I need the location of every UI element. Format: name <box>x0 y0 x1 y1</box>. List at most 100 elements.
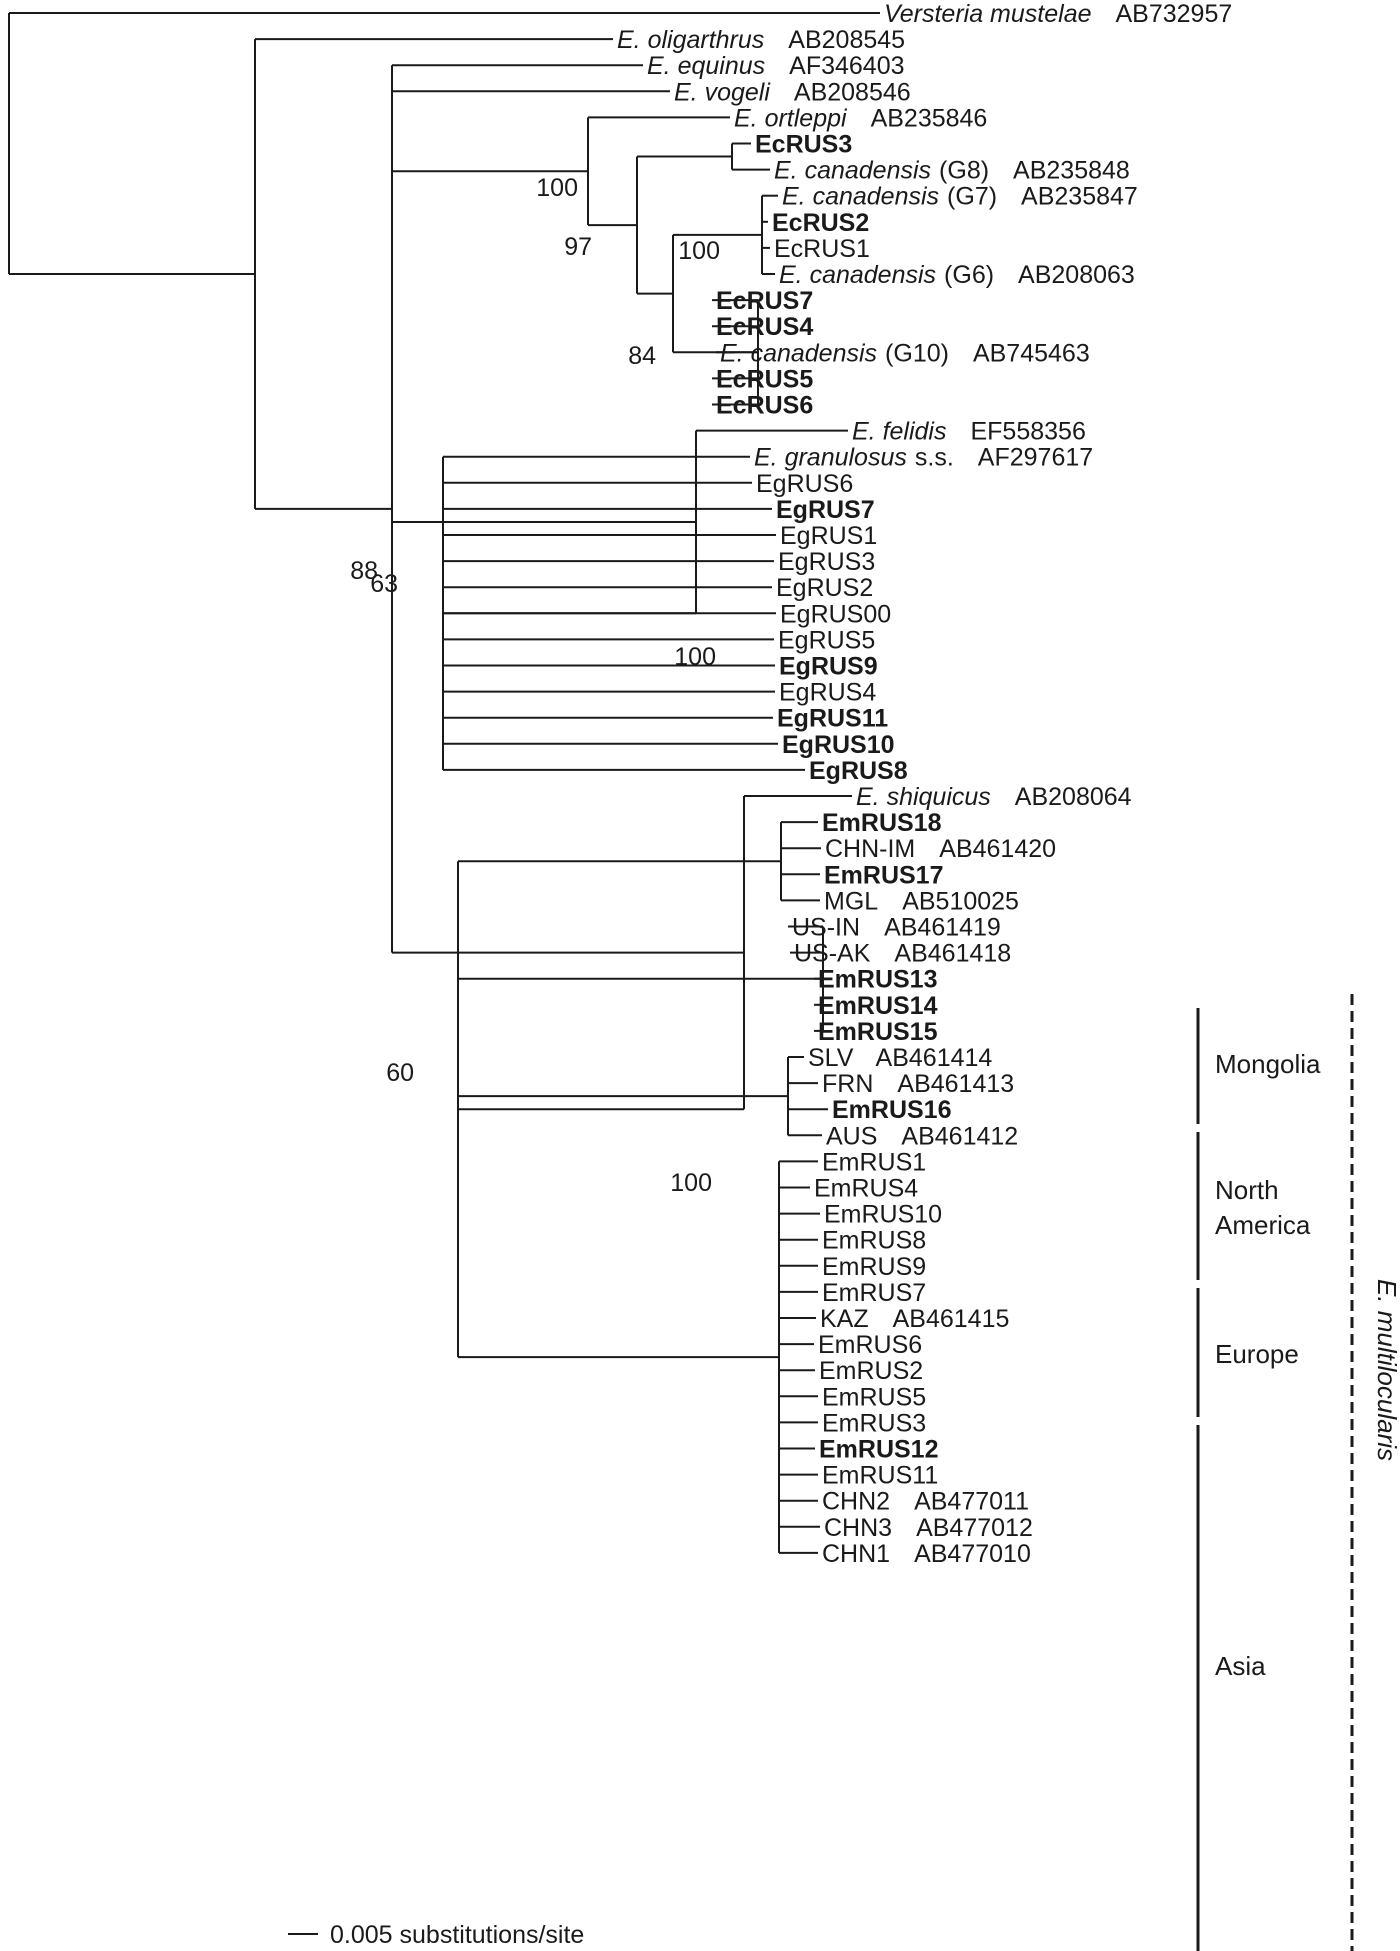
leaf-label-egrus2: EgRUS2 <box>776 574 873 602</box>
isolate-code: EcRUS5 <box>716 365 813 393</box>
leaf-label-emrus6: EmRUS6 <box>818 1331 922 1359</box>
accession-number: AB208545 <box>788 26 905 54</box>
leaf-label-emrus5: EmRUS5 <box>822 1383 926 1411</box>
group-asia: Asia <box>1196 1425 1266 1951</box>
group-label: North America <box>1215 1175 1311 1240</box>
leaf-label-emrus14: EmRUS14 <box>818 992 938 1020</box>
taxon-qualifier: s.s. <box>915 444 954 472</box>
accession-number: AB461415 <box>893 1305 1010 1333</box>
isolate-code: MGL <box>824 887 878 915</box>
leaf-label-ecrus5: EcRUS5 <box>716 365 813 393</box>
isolate-code: EmRUS5 <box>822 1383 926 1411</box>
taxon-name: E. felidis <box>852 418 946 446</box>
isolate-code: EgRUS8 <box>809 757 908 785</box>
isolate-code: CHN-IM <box>825 835 915 863</box>
leaf-label-ecrus4: EcRUS4 <box>716 313 813 341</box>
isolate-code: CHN1 <box>822 1540 890 1568</box>
isolate-code: US-AK <box>794 940 871 968</box>
leaf-label-emrus17: EmRUS17 <box>824 861 944 889</box>
group-north-america: North America <box>1196 1132 1311 1280</box>
leaf-label-e-canadensis: E. canadensis(G8)AB235848 <box>774 157 1130 185</box>
isolate-code: EmRUS18 <box>822 809 942 837</box>
group-label-line-1: North <box>1215 1175 1279 1205</box>
isolate-code: EmRUS8 <box>822 1227 926 1255</box>
isolate-code: EcRUS1 <box>774 235 870 263</box>
leaf-label-egrus11: EgRUS11 <box>777 705 888 733</box>
isolate-code: EmRUS2 <box>819 1357 923 1385</box>
isolate-code: EcRUS6 <box>716 392 813 420</box>
taxon-name: E. canadensis <box>782 183 939 211</box>
isolate-code: EmRUS15 <box>818 1018 938 1046</box>
leaf-label-e-canadensis: E. canadensis(G6)AB208063 <box>779 261 1135 289</box>
leaf-label-egrus8: EgRUS8 <box>809 757 908 785</box>
accession-number: AB510025 <box>902 887 1019 915</box>
isolate-code: EcRUS3 <box>755 131 852 159</box>
leaf-label-ecrus6: EcRUS6 <box>716 392 813 420</box>
leaf-label-ecrus7: EcRUS7 <box>716 287 813 315</box>
support-value: 97 <box>564 233 592 261</box>
taxon-name: E. canadensis <box>720 339 877 367</box>
isolate-code: EgRUS3 <box>778 548 875 576</box>
accession-number: AB208546 <box>794 78 911 106</box>
accession-number: AB461419 <box>884 914 1001 942</box>
leaf-label-e-canadensis: E. canadensis(G10)AB745463 <box>720 339 1090 367</box>
scale-label: 0.005 substitutions/site <box>330 1921 584 1949</box>
isolate-code: EgRUS11 <box>777 705 888 733</box>
leaf-label-emrus11: EmRUS11 <box>822 1462 938 1490</box>
leaf-label-ecrus2: EcRUS2 <box>772 209 869 237</box>
leaf-label-egrus9: EgRUS9 <box>779 653 878 681</box>
isolate-code: CHN2 <box>822 1488 890 1516</box>
isolate-code: EmRUS11 <box>822 1462 938 1490</box>
tree-branches <box>8 12 880 1554</box>
isolate-code: EmRUS14 <box>818 992 938 1020</box>
isolate-code: EmRUS12 <box>819 1436 939 1464</box>
accession-number: AB235846 <box>871 104 988 132</box>
scale-bar: 0.005 substitutions/site <box>288 1921 584 1949</box>
leaf-label-egrus6: EgRUS6 <box>756 470 853 498</box>
isolate-code: CHN3 <box>824 1514 892 1542</box>
isolate-code: US-IN <box>792 914 860 942</box>
accession-number: AF346403 <box>789 52 904 80</box>
isolate-code: EgRUS7 <box>776 496 875 524</box>
group-label-line-2: America <box>1215 1210 1311 1240</box>
leaf-label-emrus12: EmRUS12 <box>819 1436 939 1464</box>
isolate-code: KAZ <box>820 1305 869 1333</box>
isolate-code: EcRUS4 <box>716 313 813 341</box>
accession-number: AB235847 <box>1021 183 1138 211</box>
accession-number: AB732957 <box>1116 0 1233 28</box>
leaf-label-emrus10: EmRUS10 <box>824 1201 942 1229</box>
taxon-name: E. ortleppi <box>734 104 848 132</box>
isolate-code: EcRUS7 <box>716 287 813 315</box>
taxon-name: E. shiquicus <box>856 783 991 811</box>
group-mongolia: Mongolia <box>1196 1008 1321 1124</box>
group-label: Mongolia <box>1215 1049 1321 1079</box>
isolate-code: EmRUS13 <box>818 966 938 994</box>
isolate-code: EgRUS5 <box>778 626 875 654</box>
isolate-code: EcRUS2 <box>772 209 869 237</box>
isolate-code: EmRUS9 <box>822 1253 926 1281</box>
leaf-label-egrus5: EgRUS5 <box>778 626 875 654</box>
isolate-code: EmRUS16 <box>832 1096 952 1124</box>
taxon-qualifier: (G6) <box>944 261 994 289</box>
accession-number: AB461412 <box>901 1122 1018 1150</box>
accession-number: AB235848 <box>1013 157 1130 185</box>
leaf-label-emrus1: EmRUS1 <box>822 1148 926 1176</box>
accession-number: AF297617 <box>978 444 1093 472</box>
isolate-code: EmRUS17 <box>824 861 944 889</box>
support-value: 100 <box>536 174 578 202</box>
accession-number: AB477010 <box>914 1540 1031 1568</box>
isolate-code: EmRUS1 <box>822 1148 926 1176</box>
